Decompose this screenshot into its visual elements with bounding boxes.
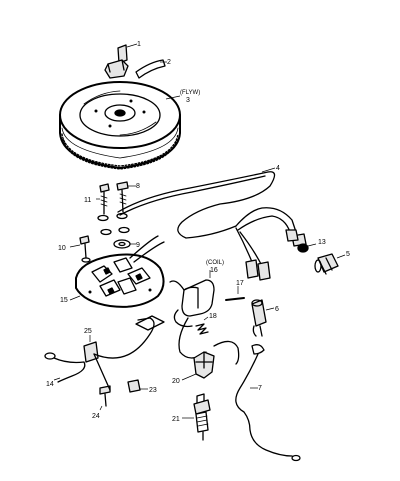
- callout-17: 17: [236, 280, 244, 287]
- part-3-flywheel: [59, 81, 181, 170]
- part-9-washer: [113, 239, 136, 249]
- part-8-screw: [116, 181, 136, 213]
- plate-with-ground: [93, 315, 165, 391]
- callout-5: 5: [346, 251, 350, 258]
- part-18-spring: [195, 316, 209, 335]
- part-23-clip: [127, 379, 148, 393]
- part-15-stator-plate: [69, 235, 165, 308]
- part-6-connector: [251, 299, 275, 337]
- part-10-screw: [69, 235, 91, 263]
- callout-6: 6: [275, 306, 279, 313]
- callout-13: 13: [318, 239, 326, 246]
- part-4-harness: [117, 167, 276, 239]
- callout-8: 8: [136, 183, 140, 190]
- callout-3: 3: [186, 97, 190, 104]
- callout-10: 10: [58, 245, 66, 252]
- callout-11: 11: [84, 197, 91, 204]
- part-24-screw: [99, 385, 111, 411]
- washers: [97, 212, 130, 236]
- part-2-key: [135, 59, 167, 79]
- part-17-pin: [225, 286, 245, 301]
- part-14-ground-lead: [44, 352, 86, 383]
- callout-3-flyw-label: (FLYW): [180, 90, 200, 96]
- callout-21: 21: [172, 416, 180, 423]
- callout-16: 16: [210, 267, 218, 274]
- callout-1: 1: [137, 41, 141, 48]
- callout-24: 24: [92, 413, 100, 420]
- part-13-grommet: [297, 243, 317, 253]
- harness-leads: [235, 207, 307, 281]
- callout-25: 25: [84, 328, 92, 335]
- part-25-bracket: [83, 335, 99, 363]
- part-11-screw: [96, 183, 110, 215]
- part-21-spark-plug: [182, 393, 211, 441]
- callout-18: 18: [209, 313, 217, 320]
- callout-20: 20: [172, 378, 180, 385]
- part-7-stop-wire: [235, 344, 301, 462]
- callout-16-coil-label: (COIL): [206, 260, 224, 266]
- callout-14: 14: [46, 381, 54, 388]
- callout-23: 23: [149, 387, 157, 394]
- part-20-plug-boot: [181, 351, 215, 381]
- callout-15: 15: [60, 297, 68, 304]
- part-16-coil: [169, 270, 215, 328]
- callout-9: 9: [136, 242, 140, 249]
- part-5-fitting: [314, 253, 346, 275]
- callout-7: 7: [258, 385, 262, 392]
- callout-2: 2: [167, 59, 171, 66]
- part-1-nut: [104, 43, 138, 79]
- callout-4: 4: [276, 165, 280, 172]
